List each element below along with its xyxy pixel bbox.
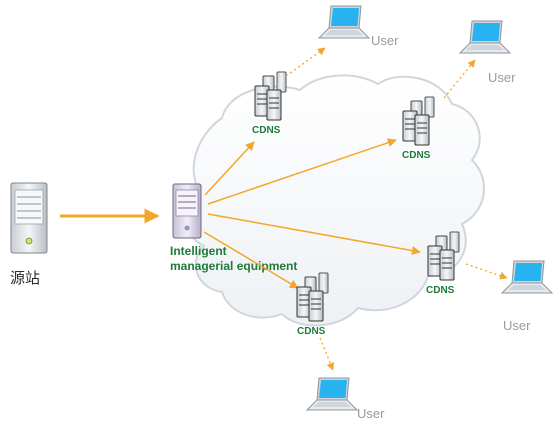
cdns-to-user-arrow	[443, 59, 476, 99]
cdns-label: CDNS	[426, 285, 455, 296]
user-label: User	[488, 70, 516, 85]
manager-to-cdns-right-bottom-arrow	[207, 213, 421, 256]
manager-label-line2: managerial equipment	[170, 259, 297, 273]
manager-to-cdns-right-top-arrow	[207, 138, 397, 205]
cdns-label: CDNS	[297, 326, 326, 337]
cdns-label: CDNS	[252, 125, 281, 136]
user-label: User	[357, 406, 385, 421]
manager-server-icon	[172, 183, 202, 239]
source-label: 源站	[10, 269, 40, 287]
cdns-server-icon	[254, 71, 287, 121]
manager-to-cdns-top-arrow	[204, 141, 255, 196]
laptop-icon	[459, 20, 511, 54]
laptop-icon	[318, 5, 370, 39]
source-server-icon	[10, 182, 48, 254]
cdns-to-user-arrow	[465, 263, 508, 280]
user-label: User	[503, 318, 531, 333]
laptop-icon	[501, 260, 553, 294]
manager-to-cdns-bottom-arrow	[203, 231, 299, 289]
cdns-to-user-arrow	[285, 47, 326, 77]
cdns-label: CDNS	[402, 150, 431, 161]
manager-label-line1: Intelligent	[170, 244, 227, 258]
cdns-to-user-arrow	[319, 337, 334, 371]
user-label: User	[371, 33, 399, 48]
laptop-icon	[306, 377, 358, 411]
